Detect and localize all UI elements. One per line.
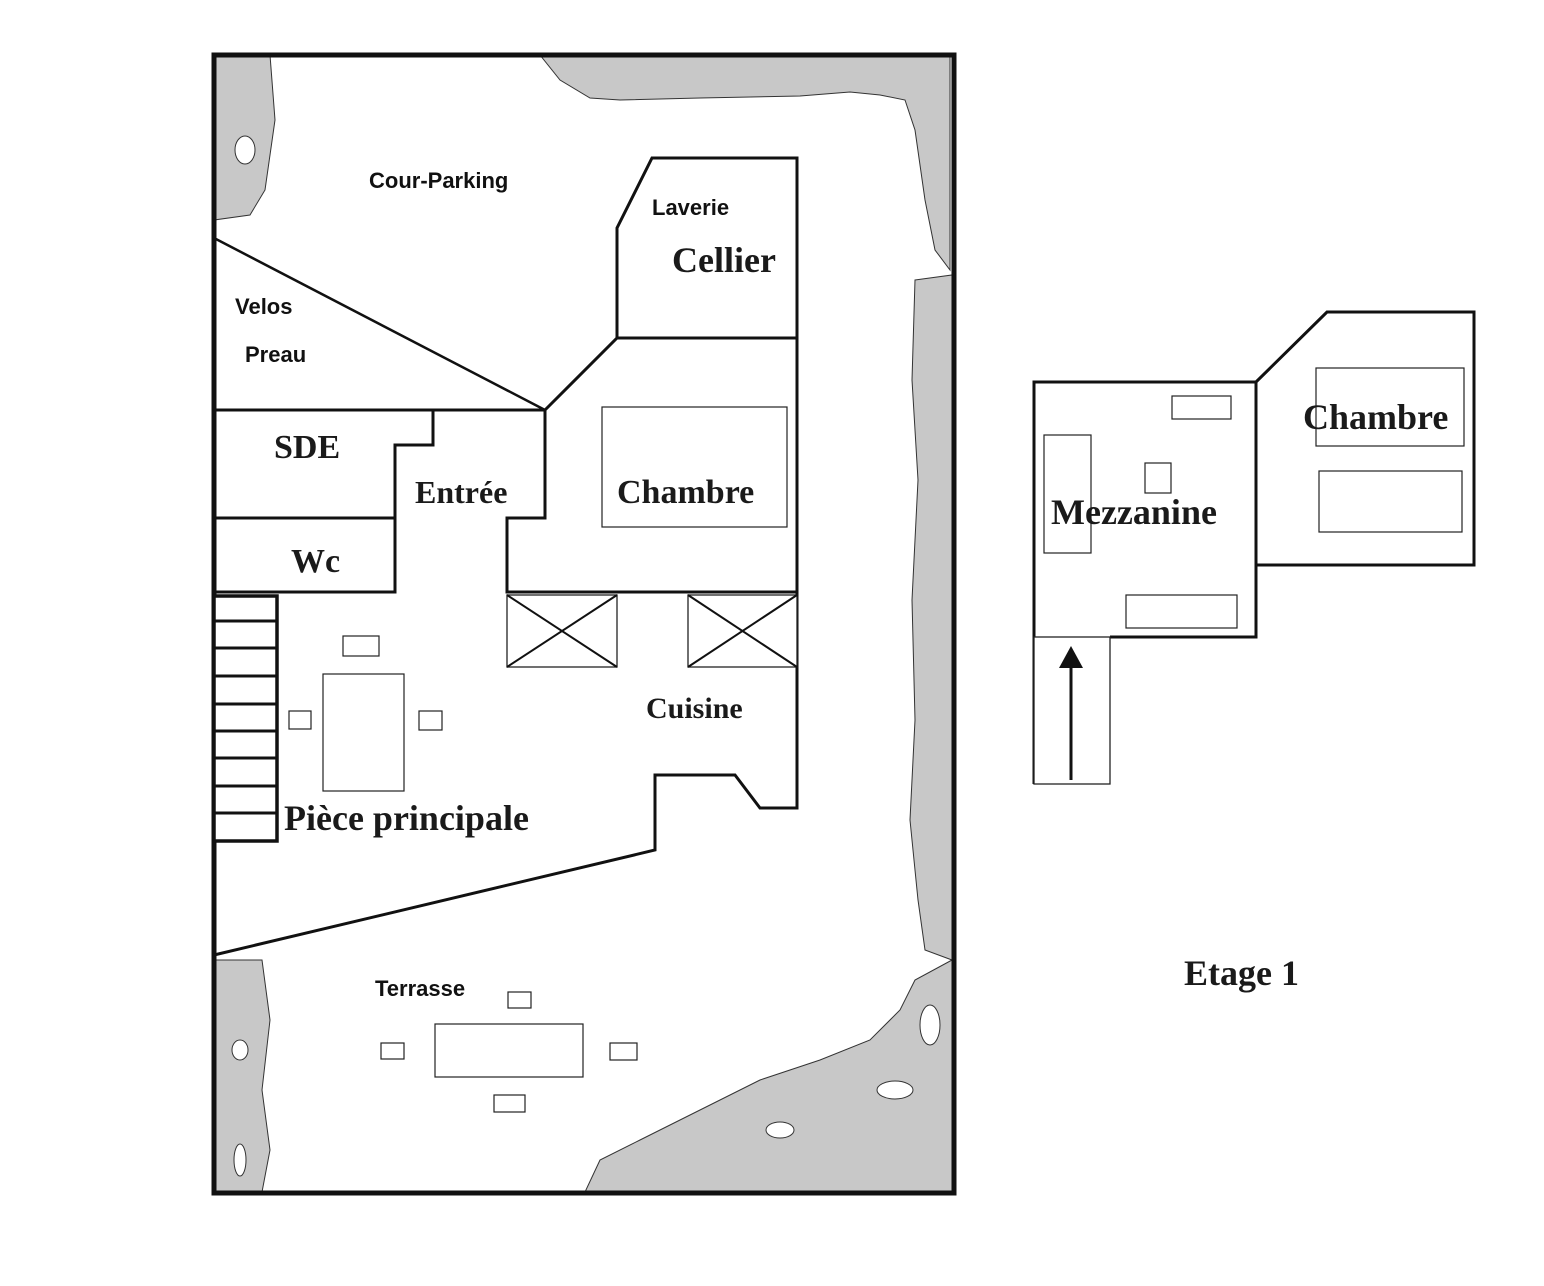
dining-table <box>322 673 405 792</box>
first-floor: Mezzanine Chambre Etage 1 <box>1032 310 1476 993</box>
label-velos: Velos <box>235 294 292 319</box>
label-wc: Wc <box>291 543 340 580</box>
bed-rdc <box>601 406 788 528</box>
chair <box>342 635 380 657</box>
chambre-etage-walls <box>1254 310 1476 567</box>
bed-chambre-etage <box>1315 367 1465 447</box>
furniture-mezzanine <box>1144 462 1172 494</box>
chair <box>493 1094 526 1113</box>
label-terrasse: Terrasse <box>375 976 465 1001</box>
chair <box>288 710 312 730</box>
chambre-walls <box>543 336 799 592</box>
label-chambre-rdc: Chambre <box>617 474 754 511</box>
chair <box>418 710 443 731</box>
sde-walls <box>214 410 435 520</box>
label-chambre-etage: Chambre <box>1303 397 1448 437</box>
label-laverie: Laverie <box>652 195 729 220</box>
label-entree: Entrée <box>415 474 507 510</box>
label-mezzanine: Mezzanine <box>1051 492 1217 532</box>
wardrobe-left <box>506 594 618 668</box>
label-cour-parking: Cour-Parking <box>369 168 508 193</box>
label-cuisine: Cuisine <box>646 692 743 725</box>
cellier-walls <box>615 156 799 338</box>
staircase <box>212 594 279 843</box>
furniture-mezzanine <box>1171 395 1232 420</box>
chair <box>380 1042 405 1060</box>
label-sde: SDE <box>274 429 340 466</box>
terrace-set <box>380 991 638 1113</box>
preau-roof-line <box>213 236 546 412</box>
dining-set <box>288 635 443 792</box>
ground-floor: Cour-Parking Laverie Cellier Velos Preau… <box>211 52 957 1196</box>
label-piece-principale: Pièce principale <box>284 798 529 838</box>
furniture-chambre-etage <box>1318 470 1463 533</box>
house-walls <box>213 408 799 957</box>
mezzanine-stair <box>1033 636 1111 785</box>
chair <box>507 991 532 1009</box>
label-etage: Etage 1 <box>1184 953 1299 993</box>
label-preau: Preau <box>245 342 306 367</box>
furniture-mezzanine <box>1125 594 1238 629</box>
label-cellier: Cellier <box>672 240 776 280</box>
wc-walls <box>214 518 397 594</box>
terrace-table <box>434 1023 584 1078</box>
chair <box>609 1042 638 1061</box>
bed-mezzanine <box>1043 434 1092 554</box>
wardrobe-right <box>687 594 798 668</box>
